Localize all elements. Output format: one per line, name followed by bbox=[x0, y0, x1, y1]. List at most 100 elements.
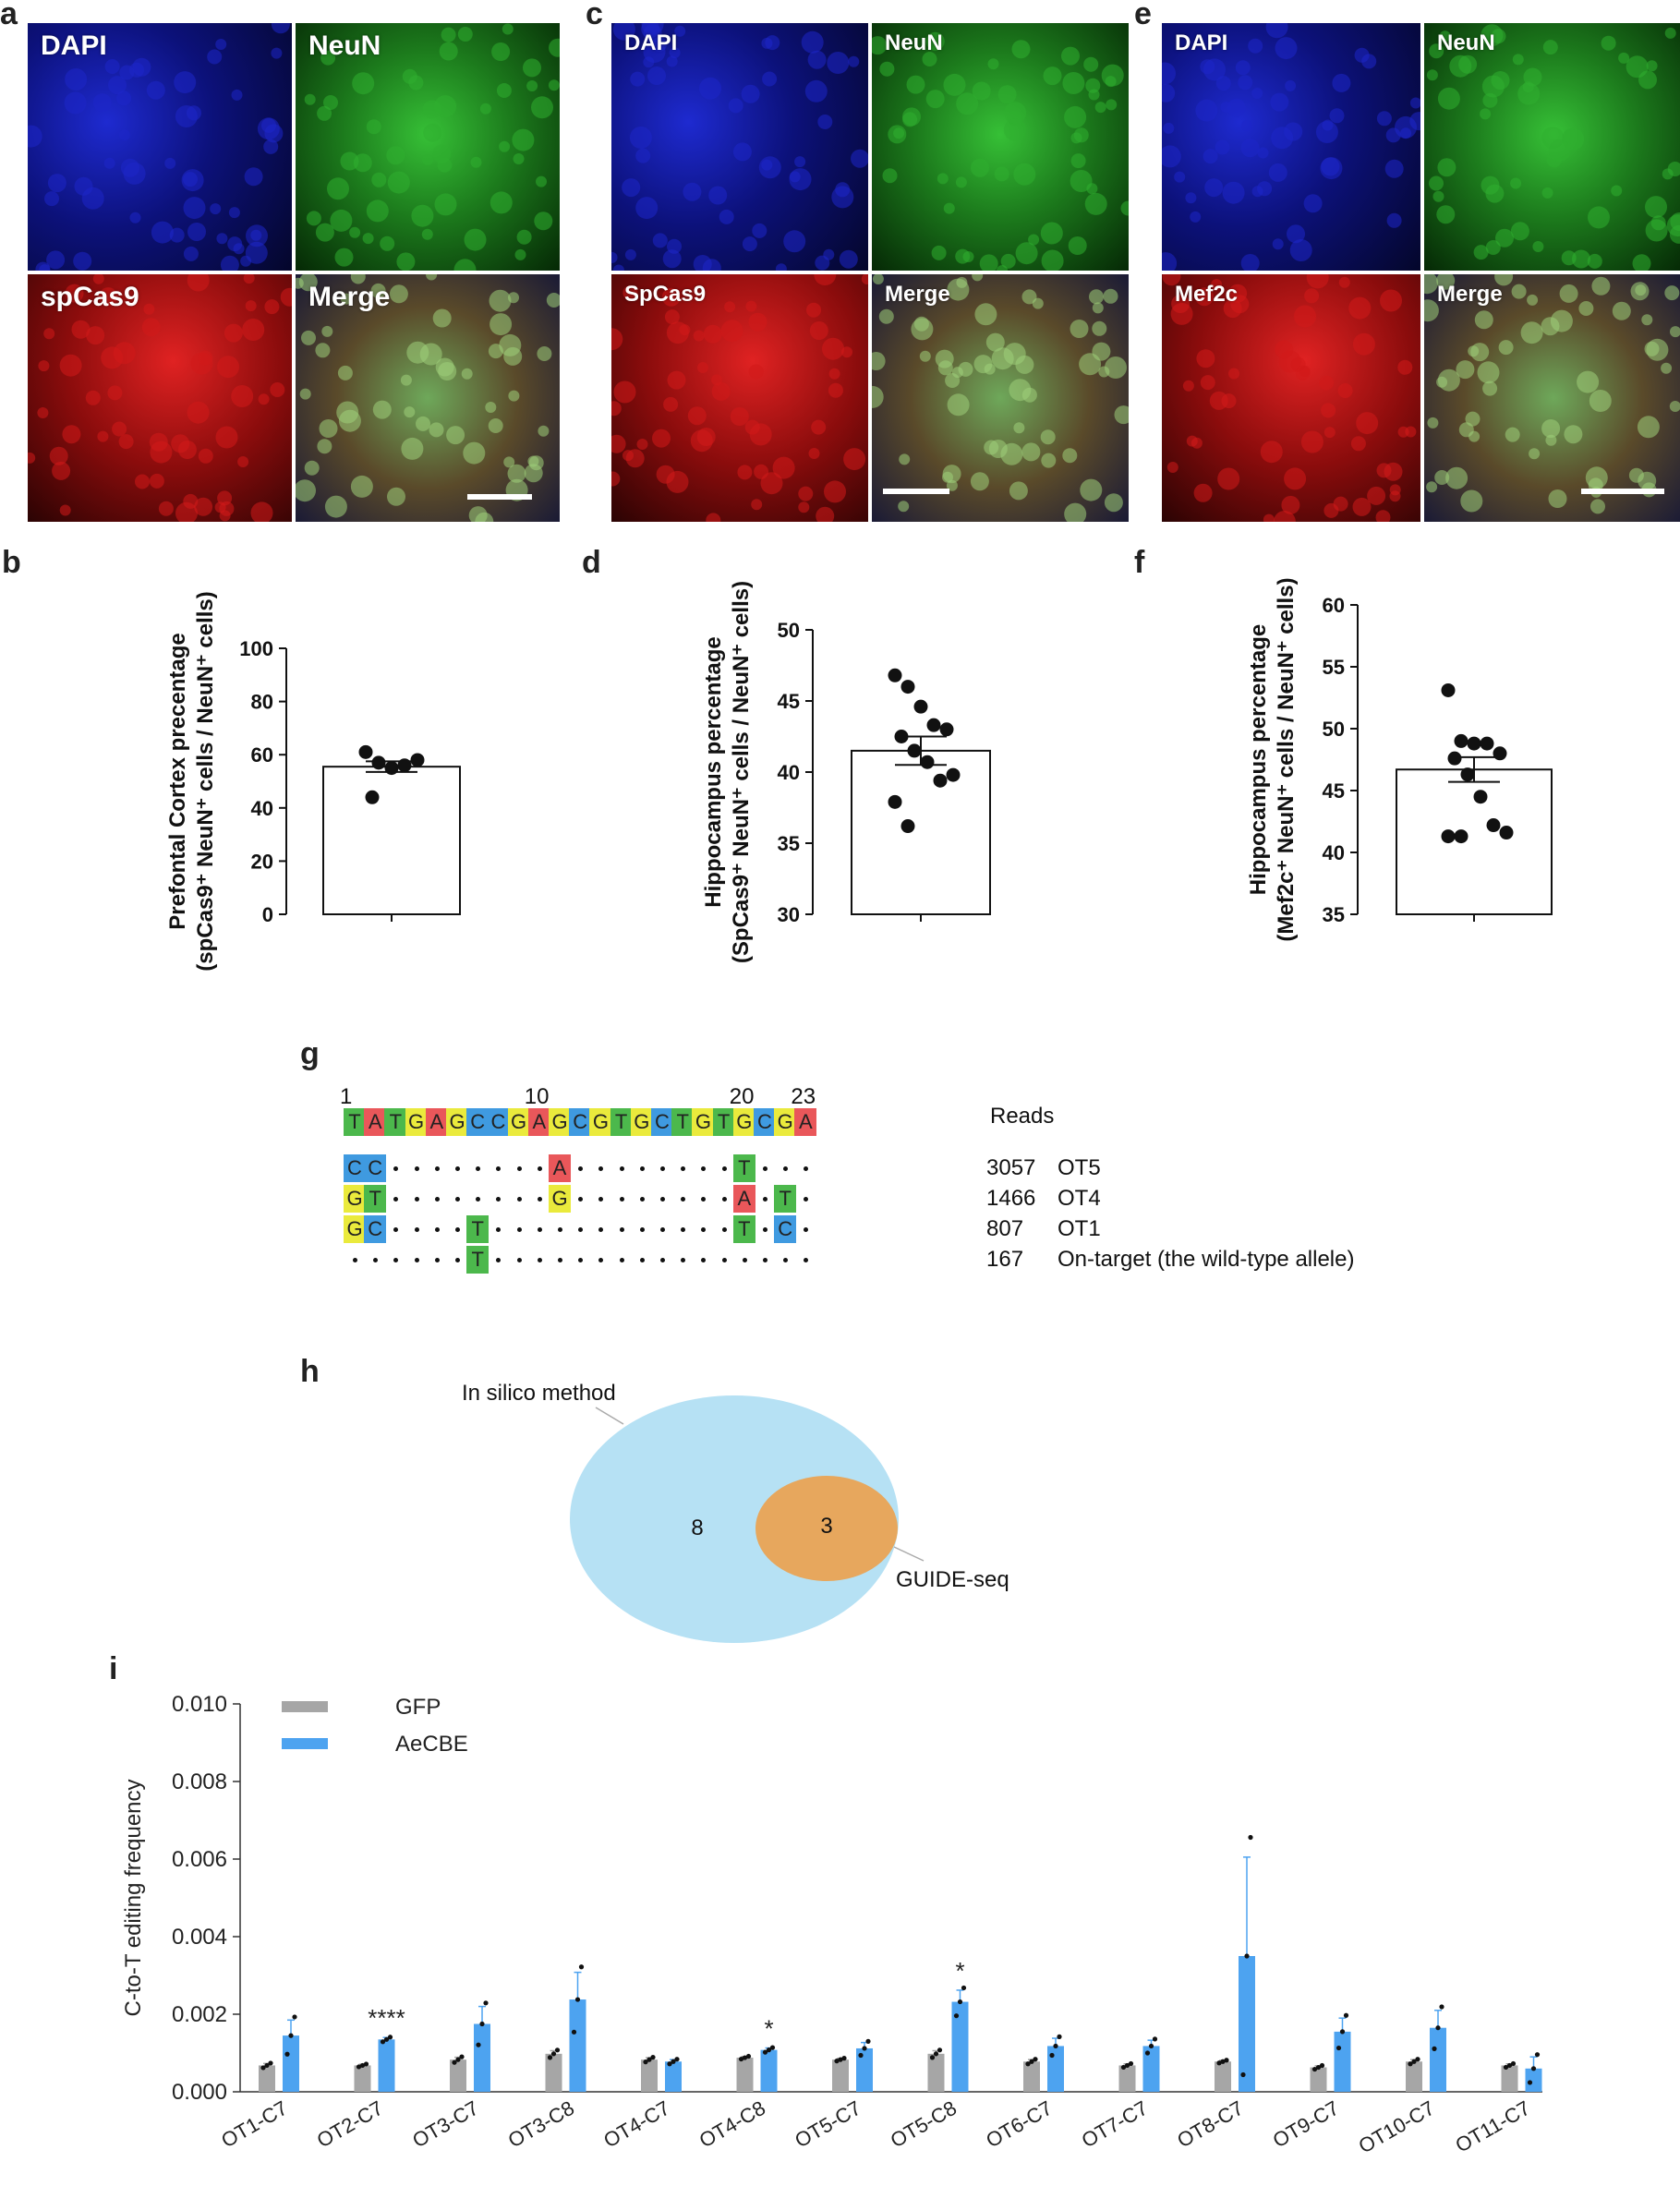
micrograph-cell bbox=[1204, 178, 1224, 198]
match-dot bbox=[804, 1166, 809, 1171]
micrograph-cell bbox=[1240, 139, 1260, 158]
micrograph-texture bbox=[1426, 24, 1680, 271]
micrograph-cell bbox=[299, 388, 311, 400]
micrograph-cell bbox=[1480, 108, 1492, 120]
micrograph-cell bbox=[422, 100, 441, 119]
micrograph-cell bbox=[334, 248, 354, 267]
micrograph-cell bbox=[1041, 453, 1057, 468]
data-point bbox=[1493, 746, 1507, 761]
micrograph-cell bbox=[349, 226, 361, 238]
micrograph-cell bbox=[534, 211, 553, 231]
y-tick-label: 20 bbox=[251, 850, 273, 873]
micrograph-cell bbox=[250, 501, 273, 522]
micrograph-cell bbox=[1215, 139, 1230, 155]
reference-base: G bbox=[732, 1108, 755, 1136]
micrograph-cell bbox=[652, 233, 668, 248]
micrograph-cell bbox=[1397, 359, 1413, 375]
micrograph-cell bbox=[925, 31, 945, 51]
reference-base: G bbox=[446, 1108, 468, 1136]
micrograph-cell bbox=[972, 274, 984, 282]
micrograph-cell bbox=[1230, 295, 1250, 314]
micrograph-cell bbox=[1400, 127, 1412, 139]
micrograph-cell bbox=[151, 221, 174, 244]
micrograph-cell bbox=[699, 77, 721, 100]
micrograph-cell bbox=[1235, 60, 1251, 76]
micrograph-cell bbox=[59, 354, 82, 377]
micrograph-cell bbox=[997, 85, 1017, 104]
micrograph-cell bbox=[925, 90, 945, 109]
match-dot bbox=[763, 1258, 767, 1262]
substituted-base: C bbox=[344, 1154, 366, 1182]
replicate-dot bbox=[643, 2059, 648, 2065]
micrograph-label: spCas9 bbox=[41, 282, 139, 312]
site-name: OT5 bbox=[1058, 1155, 1101, 1180]
reference-base: G bbox=[630, 1108, 653, 1136]
y-tick-label: 0.008 bbox=[172, 1769, 227, 1794]
micrograph-cell bbox=[1601, 35, 1616, 51]
micrograph-cell bbox=[1564, 425, 1583, 444]
micrograph-cell bbox=[1319, 375, 1335, 391]
micrograph-cell bbox=[1498, 340, 1514, 356]
reference-base: T bbox=[671, 1108, 695, 1136]
micrograph-cell bbox=[215, 426, 238, 449]
reference-base: C bbox=[651, 1108, 673, 1136]
data-point bbox=[913, 699, 928, 714]
micrograph-cell bbox=[220, 255, 239, 271]
venn-outer-leader bbox=[595, 1407, 624, 1425]
replicate-dot bbox=[383, 2036, 390, 2042]
panel-label-d: d bbox=[582, 545, 601, 580]
match-dot bbox=[783, 1258, 789, 1262]
micrograph-cell bbox=[1626, 55, 1649, 79]
replicate-dot bbox=[387, 2035, 393, 2040]
micrograph-cell bbox=[370, 283, 386, 298]
micrograph-label: DAPI bbox=[624, 30, 678, 55]
micrograph-cell bbox=[662, 249, 682, 269]
replicate-dot bbox=[1534, 2052, 1541, 2058]
match-dot bbox=[558, 1258, 562, 1262]
micrograph-cell bbox=[751, 499, 763, 511]
micrograph-cell bbox=[1527, 294, 1539, 306]
micrograph-cell bbox=[811, 419, 827, 435]
x-tick-label: OT10-C7 bbox=[1355, 2096, 1439, 2158]
micrograph-cell bbox=[423, 123, 442, 142]
micrograph-cell bbox=[1068, 236, 1087, 255]
panel-label-h: h bbox=[300, 1354, 320, 1389]
data-point bbox=[1460, 767, 1475, 782]
micrograph-cell bbox=[158, 501, 174, 516]
x-tick-label: OT5-C8 bbox=[887, 2096, 961, 2153]
micrograph-cell bbox=[991, 347, 1014, 370]
micrograph-cell bbox=[1162, 252, 1178, 271]
aecbe-bar bbox=[951, 2001, 969, 2092]
micrograph-cell bbox=[661, 287, 681, 307]
micrograph-texture bbox=[872, 274, 1129, 522]
micrograph-cell bbox=[502, 23, 514, 35]
micrograph-cell bbox=[1043, 66, 1062, 86]
micrograph-cell bbox=[1289, 239, 1312, 261]
micrograph-cell bbox=[1105, 356, 1127, 379]
micrograph-cell bbox=[794, 156, 806, 168]
micrograph-cell bbox=[798, 486, 814, 501]
replicate-dot bbox=[1240, 2071, 1246, 2078]
micrograph-cell bbox=[1162, 83, 1176, 103]
micrograph-cell bbox=[135, 474, 150, 489]
micrograph-cell bbox=[913, 316, 929, 332]
micrograph-cell bbox=[411, 204, 434, 227]
micrograph-cell bbox=[1470, 343, 1490, 362]
reads-header: Reads bbox=[990, 1104, 1055, 1129]
y-tick-label: 0.002 bbox=[172, 2002, 227, 2027]
micrograph-cell bbox=[446, 426, 465, 445]
micrograph-cell bbox=[748, 312, 767, 332]
micrograph-cell bbox=[611, 434, 626, 453]
micrograph-cell bbox=[1268, 163, 1287, 182]
micrograph-cell bbox=[882, 168, 898, 184]
micrograph-cell bbox=[304, 93, 316, 105]
replicate-dot bbox=[578, 1964, 585, 1970]
match-dot bbox=[660, 1227, 665, 1232]
micrograph-cell bbox=[1436, 205, 1456, 224]
micrograph-c-dapi: DAPI bbox=[611, 23, 868, 271]
micrograph-cell bbox=[946, 479, 958, 491]
micrograph-cell bbox=[775, 263, 787, 271]
x-tick-label: OT4-C8 bbox=[695, 2096, 769, 2153]
replicate-dot bbox=[671, 2059, 676, 2064]
y-axis-label-line1: Hippocampus percentage bbox=[701, 636, 726, 907]
